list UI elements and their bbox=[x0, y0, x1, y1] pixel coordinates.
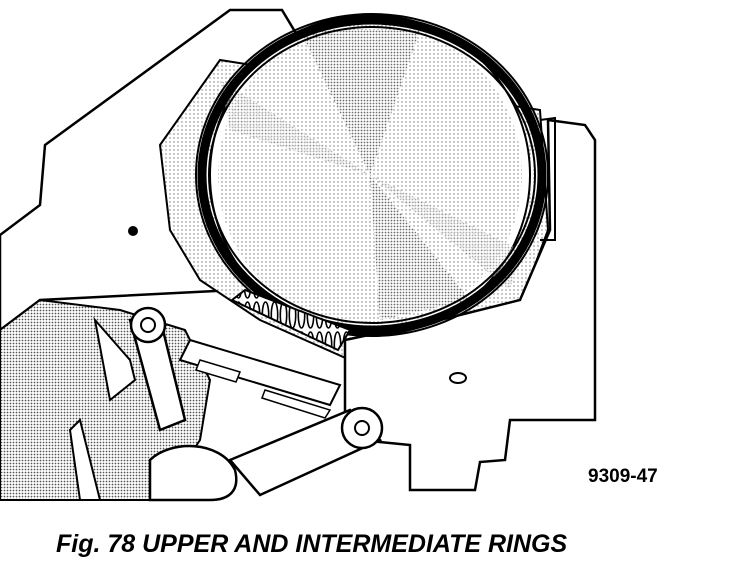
tool-handle bbox=[128, 306, 384, 502]
compressor-right-plate bbox=[343, 116, 597, 492]
figure-caption: Fig. 78 UPPER AND INTERMEDIATE RINGS bbox=[56, 530, 568, 558]
spring-coil bbox=[230, 288, 352, 352]
piston-illustration bbox=[209, 14, 531, 336]
piston-ring bbox=[195, 13, 549, 337]
figure-number-label: 9309-47 bbox=[588, 466, 658, 487]
ring-compressor-tool bbox=[178, 338, 342, 419]
